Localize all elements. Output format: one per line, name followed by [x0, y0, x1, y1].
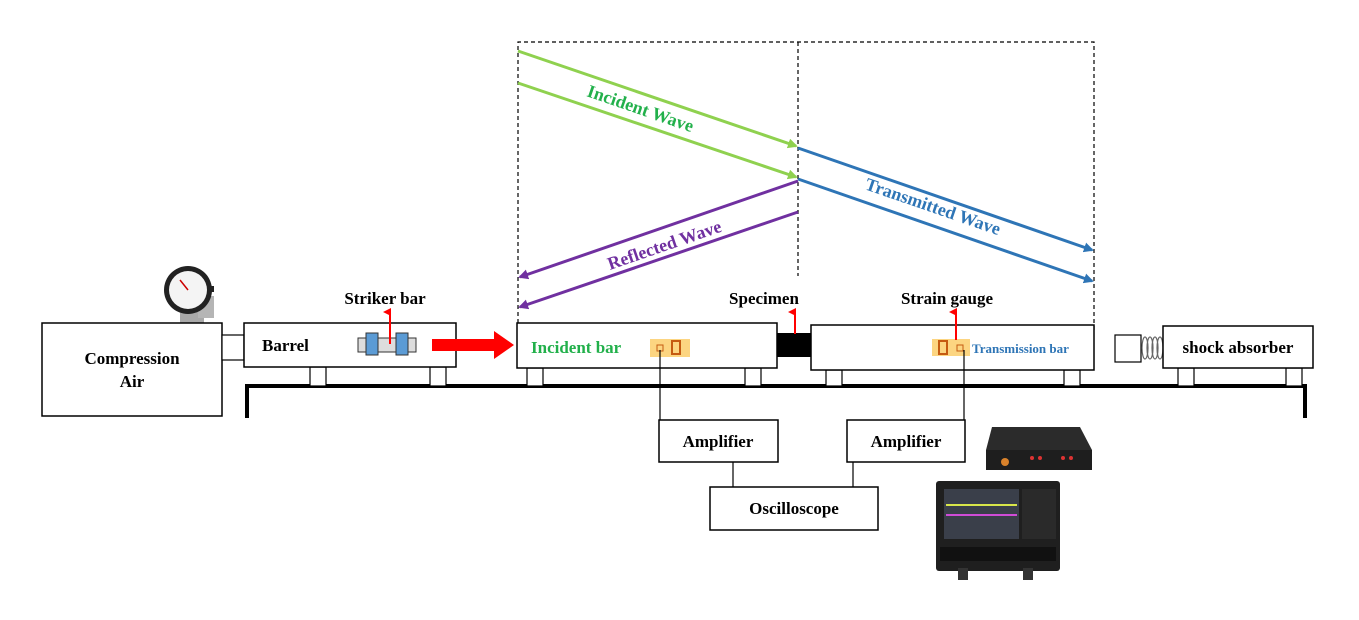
compression-air-label-2: Air: [120, 372, 145, 391]
compression-air-label-1: Compression: [84, 349, 180, 368]
wave-region: [517, 41, 1095, 330]
amplifier-label-1: Amplifier: [683, 432, 754, 451]
specimen-label: Specimen: [729, 289, 799, 308]
barrel-label: Barrel: [262, 336, 309, 355]
compression-air-box: [41, 322, 223, 417]
striker-bar-label: Striker bar: [344, 289, 426, 308]
amplifier-label-2: Amplifier: [871, 432, 942, 451]
incident-bar-label: Incident bar: [531, 338, 622, 357]
incident-wave-arrows: [517, 49, 798, 180]
signal-wires: [659, 350, 965, 487]
oscilloscope-box: [709, 486, 879, 531]
shock-absorber-box: [1162, 325, 1314, 369]
reflected-wave-arrows: [518, 179, 799, 310]
barrel-feet: [309, 366, 447, 387]
amplifier-box-1: [658, 419, 779, 463]
specimen: [777, 333, 811, 357]
shock-absorber-label: shock absorber: [1183, 338, 1294, 357]
spring-icon: [1141, 336, 1164, 360]
amplifier-device-icon: [986, 427, 1092, 470]
amplifier-box-2: [846, 419, 966, 463]
strain-gauge-icon-transmission: [932, 339, 970, 356]
striker-bar-icon: [357, 332, 417, 356]
strain-gauge-label: Strain gauge: [901, 289, 994, 308]
connector: [221, 334, 245, 361]
transmitted-wave-label: Transmitted Wave: [863, 174, 1004, 239]
shock-absorber-feet: [1177, 367, 1303, 387]
transmission-bar: [810, 324, 1095, 371]
transmission-bar-label: Transmission bar: [972, 341, 1069, 356]
pressure-gauge-icon: [164, 266, 214, 324]
incident-wave-label: Incident Wave: [585, 81, 697, 136]
impact-arrow: [432, 331, 514, 359]
absorber-plunger: [1114, 334, 1142, 363]
oscilloscope-label: Oscilloscope: [749, 499, 839, 518]
transmitted-wave-arrows: [797, 146, 1094, 284]
base-rail: [245, 384, 1307, 418]
incident-bar-feet: [526, 367, 762, 387]
transmission-bar-feet: [825, 369, 1081, 387]
strain-gauge-icon-incident: [650, 339, 690, 357]
oscilloscope-device-icon: [936, 481, 1060, 580]
